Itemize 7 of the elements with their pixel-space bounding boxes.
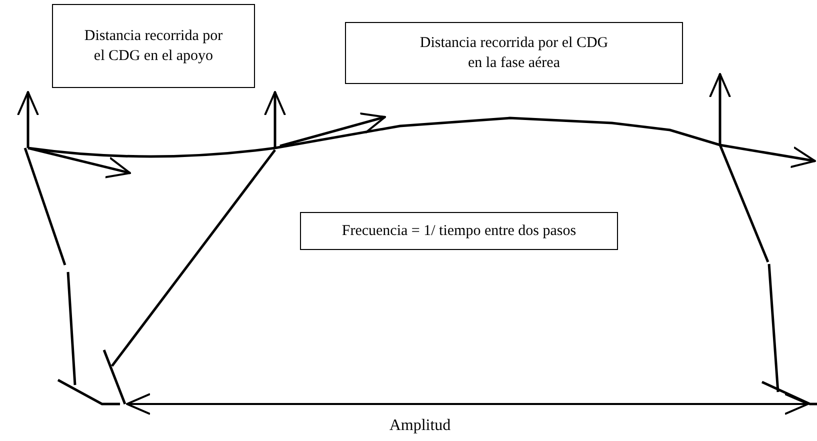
box-text: Distancia recorrida por el CDG en la fase aérea — [418, 34, 610, 73]
text-box — [300, 212, 618, 250]
text-box — [345, 22, 683, 84]
box-text: Frecuencia = 1/ tiempo entre dos pasos — [342, 222, 576, 241]
text-box — [52, 4, 255, 88]
box-text: Distancia recorrida por el CDG en el apoyo — [83, 27, 224, 66]
dimension-label: Amplitud — [388, 416, 452, 436]
